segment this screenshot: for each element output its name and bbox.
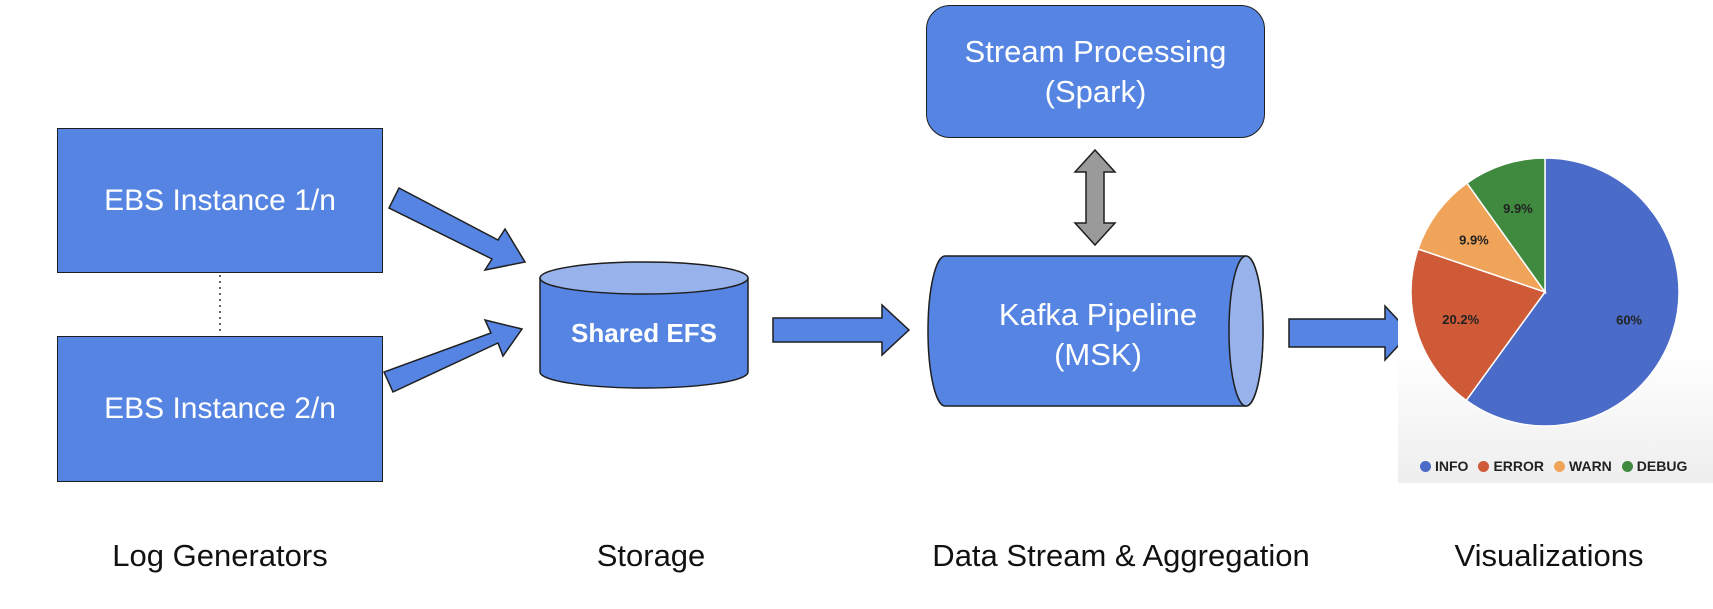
caption-data-stream: Data Stream & Aggregation [932,538,1310,573]
pie-legend: INFO ERROR WARN DEBUG [1420,458,1687,474]
bidirectional-arrow-spark-kafka [1073,148,1117,247]
legend-item-warn: WARN [1554,458,1612,474]
arrow-ebs2-to-efs [382,318,524,394]
legend-label: WARN [1569,458,1612,474]
caption-visualizations: Visualizations [1454,538,1644,573]
kafka-msk-label: (MSK) [1054,337,1142,372]
stream-processing-node: Stream Processing (Spark) [926,5,1265,138]
ebs-instance-2-label: EBS Instance 2/n [104,392,336,425]
arrow-kafka-to-visualizations [1288,304,1412,362]
legend-item-debug: DEBUG [1621,458,1688,474]
shared-efs-label: Shared EFS [571,318,717,348]
shared-efs-cylinder: Shared EFS [539,261,749,389]
legend-dot-icon [1554,460,1566,472]
arrow-efs-to-kafka [772,303,911,357]
caption-log-generators: Log Generators [112,538,328,573]
arrow-ebs1-to-efs [387,186,527,272]
kafka-pipeline-cylinder: Kafka Pipeline (MSK) [927,255,1264,407]
legend-dot-icon [1478,460,1490,472]
legend-dot-icon [1621,460,1633,472]
stream-processing-label: Stream Processing (Spark) [964,33,1227,109]
legend-label: DEBUG [1636,458,1688,474]
legend-item-error: ERROR [1478,458,1544,474]
legend-label: ERROR [1493,458,1545,474]
kafka-pipeline-label: Kafka Pipeline [999,297,1197,332]
legend-item-info: INFO [1420,458,1468,474]
ebs-instance-2-node: EBS Instance 2/n [57,336,383,482]
caption-storage: Storage [596,538,706,573]
legend-label: INFO [1435,458,1469,474]
ebs-instance-1-label: EBS Instance 1/n [104,183,336,217]
legend-dot-icon [1420,460,1431,472]
pie-chart-panel [1398,150,1713,483]
ebs-instance-1-node: EBS Instance 1/n [57,128,383,273]
